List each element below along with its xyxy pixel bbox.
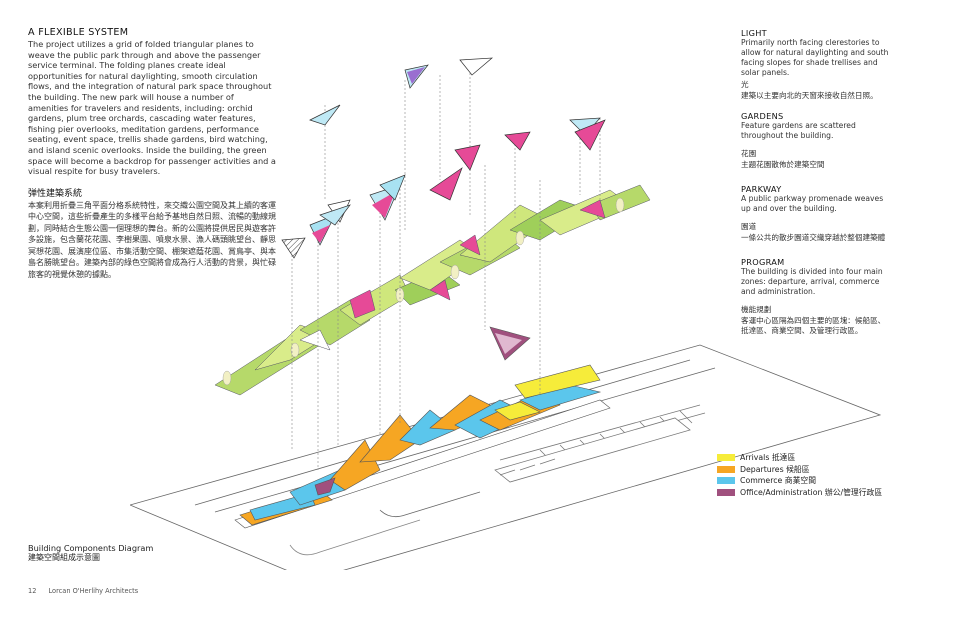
hatched-plane-1 (281, 237, 306, 259)
legend-item-arrivals: Arrivals 抵達區 (717, 452, 882, 463)
green-parkway (214, 184, 651, 396)
legend-label-arrivals: Arrivals 抵達區 (740, 453, 796, 462)
gardens-cn-body: 主題花園散佈於建築空間 (741, 159, 825, 169)
gardens-body: Feature gardens are scattered throughout… (741, 121, 856, 140)
light-body: Primarily north facing clerestories to a… (741, 38, 889, 77)
parkway-cn-heading: 園道 (741, 222, 757, 231)
intro-body: The project utilizes a grid of folded tr… (28, 39, 276, 177)
trees (222, 197, 625, 386)
light-heading: LIGHT (741, 28, 767, 38)
legend-label-office: Office/Administration 辦公/管理行政區 (740, 487, 883, 497)
intro-title: A FLEXIBLE SYSTEM (28, 27, 129, 38)
projection-lines (291, 65, 601, 470)
legend-swatch-arrivals (717, 454, 735, 461)
legend-swatch-commerce (717, 477, 735, 484)
program-cn-body: 客運中心區隔為四個主要的區塊：候船區、抵達區、商業空間、及管理行政區。 (741, 315, 886, 336)
program-legend: Arrivals 抵達區 Departures 候船區 Commerce 商業空… (717, 452, 882, 498)
legend-item-commerce: Commerce 商業空間 (717, 475, 882, 486)
light-block: LIGHT Primarily north facing clerestorie… (741, 28, 891, 101)
legend-item-office: Office/Administration 辦公/管理行政區 (717, 487, 882, 498)
intro-cn-title: 弹性建築系統 (28, 188, 83, 199)
intro-section: A FLEXIBLE SYSTEM The project utilizes a… (28, 27, 276, 280)
program-cn-heading: 機能規劃 (741, 305, 772, 314)
page-number: 12 (28, 587, 37, 595)
program-heading: PROGRAM (741, 257, 785, 267)
program-body: The building is divided into four main z… (741, 267, 883, 296)
parkway-block: PARKWAY A public parkway promenade weave… (741, 184, 891, 243)
page-footer: 12 Lorcan O'Herlihy Architects (28, 587, 148, 595)
gardens-block: GARDENS Feature gardens are scattered th… (741, 111, 891, 170)
gardens-cn-heading: 花園 (741, 149, 757, 158)
components-sidebar: LIGHT Primarily north facing clerestorie… (741, 28, 891, 347)
diagram-caption: Building Components Diagram 建築空間組成示意圖 (28, 543, 153, 563)
program-block: PROGRAM The building is divided into fou… (741, 257, 891, 337)
legend-label-commerce: Commerce 商業空間 (740, 476, 816, 485)
legend-swatch-office (717, 488, 735, 496)
caption-title: Building Components Diagram (28, 543, 154, 553)
caption-cn: 建築空間組成示意圖 (28, 553, 100, 562)
legend-swatch-departures (717, 465, 735, 473)
gardens-heading: GARDENS (741, 111, 784, 121)
ground-plan (130, 344, 882, 570)
roof-planes (281, 57, 606, 259)
light-cn-body: 建築以主要向北的天窗來接收自然日照。 (741, 90, 878, 100)
intro-cn-body: 本案利用折疊三角平面分格系統特性，來交織公園空間及其上續的客運中心空間，這些折疊… (28, 200, 276, 279)
building-components-diagram (130, 57, 882, 570)
legend-item-departures: Departures 候船區 (717, 464, 882, 475)
light-cn-heading: 光 (741, 80, 749, 89)
building-program (234, 326, 611, 529)
parkway-body: A public parkway promenade weaves up and… (741, 194, 884, 213)
legend-label-departures: Departures 候船區 (740, 464, 810, 474)
parkway-cn-body: 一條公共的散步園道交織穿越於整個建築體 (741, 232, 886, 242)
firm-name: Lorcan O'Herlihy Architects (48, 587, 139, 595)
parkway-heading: PARKWAY (741, 184, 782, 194)
